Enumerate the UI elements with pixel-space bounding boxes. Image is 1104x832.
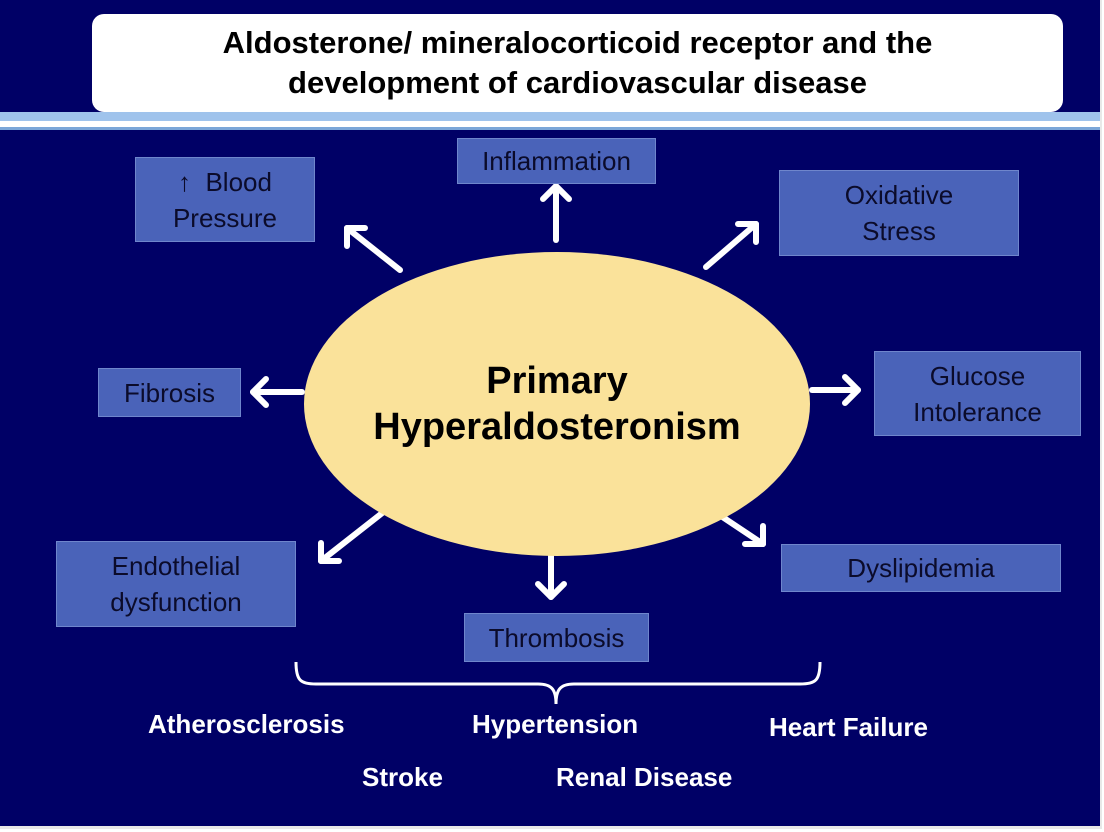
box-endothelial-dysfunction: Endothelial dysfunction [56, 541, 296, 627]
center-label-line2: Hyperaldosteronism [373, 406, 741, 448]
inflammation-label: Inflammation [482, 146, 631, 176]
fibrosis-label: Fibrosis [123, 377, 215, 408]
box-inflammation: Inflammation [457, 138, 656, 184]
title-box: Aldosterone/ mineralocorticoid receptor … [92, 14, 1063, 112]
outcome-heart-failure: Heart Failure [769, 712, 928, 742]
oxidative-stress-line1: Oxidative [844, 180, 954, 210]
divider-band [0, 112, 1100, 121]
box-blood-pressure: ↑ Blood Pressure [135, 157, 315, 242]
box-glucose-intolerance: Glucose Intolerance [874, 351, 1081, 436]
center-ellipse: Primary Hyperaldosteronism [304, 252, 810, 556]
thrombosis-label: Thrombosis [488, 622, 625, 653]
outcome-atherosclerosis: Atherosclerosis [148, 709, 345, 739]
slide-title: Aldosterone/ mineralocorticoid receptor … [222, 25, 933, 100]
box-dyslipidemia: Dyslipidemia [781, 544, 1061, 592]
arrow-glucose-intolerance [809, 374, 861, 406]
divider-band-thin [0, 127, 1100, 130]
blood-pressure-line1: ↑ Blood [178, 166, 272, 197]
endothelial-dysfunction-line2: dysfunction [110, 587, 242, 617]
dyslipidemia-label: Dyslipidemia [847, 553, 995, 583]
arrow-endothelial-dysfunction [318, 507, 389, 564]
arrow-fibrosis [250, 376, 305, 408]
box-oxidative-stress: Oxidative Stress [779, 170, 1019, 256]
outcome-renal-disease: Renal Disease [556, 762, 733, 792]
blood-pressure-line2: Pressure [172, 202, 278, 233]
outcome-stroke: Stroke [362, 762, 443, 792]
divider-band-white [0, 121, 1100, 127]
glucose-intolerance-line1: Glucose [929, 360, 1026, 391]
outcome-hypertension: Hypertension [472, 709, 639, 739]
arrow-inflammation [540, 183, 572, 243]
arrow-oxidative-stress [703, 221, 759, 270]
box-fibrosis: Fibrosis [98, 368, 241, 417]
center-label: Primary Hyperaldosteronism [373, 358, 740, 450]
arrow-blood-pressure [344, 225, 403, 273]
glucose-intolerance-line2: Intolerance [913, 396, 1042, 427]
oxidative-stress-line2: Stress [862, 216, 936, 246]
center-label-line1: Primary [486, 360, 628, 402]
outcomes-brace [294, 661, 822, 705]
endothelial-dysfunction-line1: Endothelial [111, 551, 241, 581]
box-thrombosis: Thrombosis [464, 613, 649, 662]
